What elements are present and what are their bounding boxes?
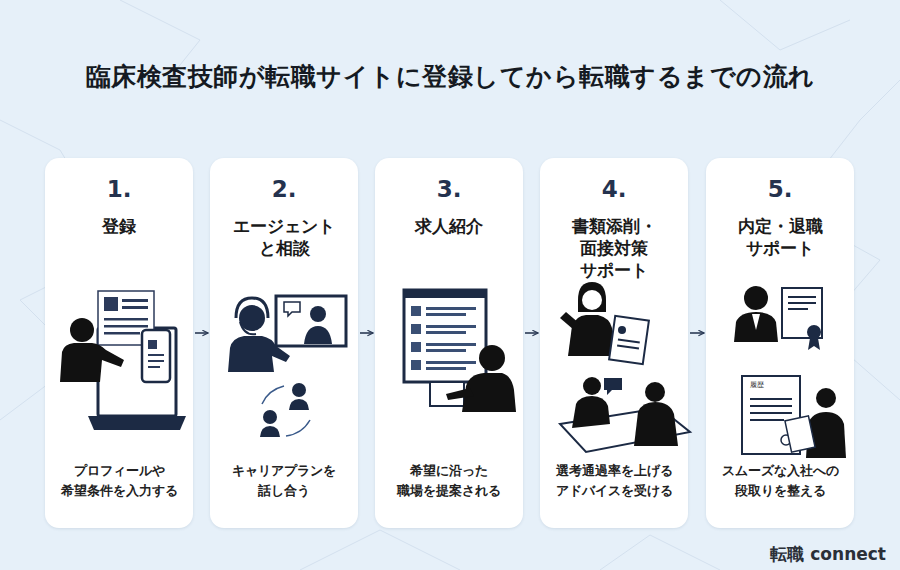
offer-illustration [734,286,846,458]
step-number: 4. [540,176,688,202]
flow-arrow [525,332,538,334]
document-label: 履歴 [750,380,764,390]
step-description: プロフィールや 希望条件を入力する [48,461,190,501]
flow-arrow [690,332,704,334]
step-number: 1. [45,176,193,202]
step-description: 選考通過率を上げる アドバイスを受ける [543,461,685,501]
watermark: 転職 connect [770,543,886,566]
step-heading: 内定・退職 サポート [718,215,842,259]
step-heading: 求人紹介 [387,215,511,237]
step-number: 2. [210,176,358,202]
step-heading: 書類添削・ 面接対策 サポート [552,215,676,281]
step-card: 5. 内定・退職 サポートスムーズな入社への 段取りを整える [706,158,854,528]
step-card: 4. 書類添削・ 面接対策 サポート選考通過率を上げる アドバイスを受ける [540,158,688,528]
step-card: 1. 登録プロフィールや 希望条件を入力する [45,158,193,528]
interview-illustration [560,282,690,452]
step-heading: エージェント と相談 [222,215,346,259]
flow-arrow [195,332,208,334]
step-description: スムーズな入社への 段取りを整える [709,461,851,501]
step-card: 2. エージェント と相談キャリアプランを 話し合う [210,158,358,528]
job-illustration [404,290,516,412]
step-card: 3. 求人紹介希望に沿った 職場を提案される [375,158,523,528]
step-description: 希望に沿った 職場を提案される [378,461,520,501]
step-description: キャリアプランを 話し合う [213,461,355,501]
step-number: 5. [706,176,854,202]
register-illustration [60,291,186,430]
flow-arrow [360,332,373,334]
consult-illustration [228,296,346,437]
step-heading: 登録 [57,215,181,237]
step-number: 3. [375,176,523,202]
diagram-title: 臨床検査技師が転職サイトに登録してから転職するまでの流れ [0,60,900,93]
